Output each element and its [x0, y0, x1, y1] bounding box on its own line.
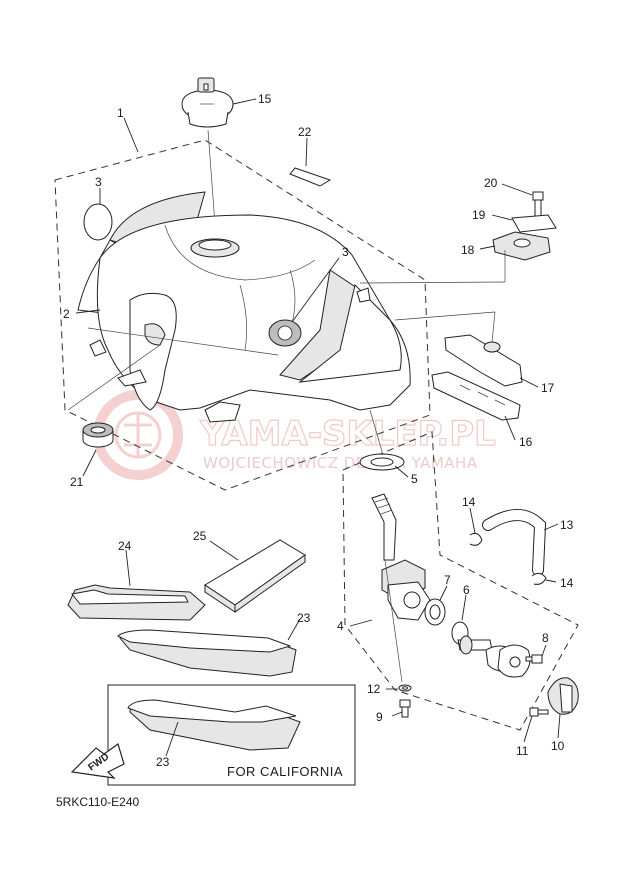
tank-pad-left — [83, 203, 113, 241]
callout-2: 2 — [63, 307, 70, 321]
callout-14-lower: 14 — [560, 576, 574, 590]
callout-25: 25 — [193, 529, 207, 543]
callout-22: 22 — [298, 125, 312, 139]
fuel-gauge-nut — [82, 422, 114, 448]
watermark-title: YAMA-SKLEP.PL — [199, 414, 496, 454]
callout-11: 11 — [516, 744, 529, 758]
fuel-cock-cover — [497, 644, 531, 678]
callout-5: 5 — [411, 472, 418, 486]
hose-clip-upper — [469, 532, 483, 546]
callout-4: 4 — [337, 619, 344, 633]
callout-9: 9 — [376, 710, 383, 724]
damper-strip — [289, 167, 332, 187]
fuel-cap — [181, 77, 234, 128]
fuel-cock-outline — [342, 431, 579, 731]
callout-21: 21 — [70, 475, 84, 489]
cover-screw — [525, 654, 543, 664]
tank-assembly-outline — [54, 139, 431, 491]
hose-clip-lower — [531, 572, 547, 585]
fuel-filter-tube — [371, 493, 397, 561]
callout-12: 12 — [367, 682, 381, 696]
callout-24: 24 — [118, 539, 132, 553]
callout-8: 8 — [542, 631, 549, 645]
watermark-subtitle: WOJCIECHOWICZ DEALER YAMAHA — [203, 454, 478, 472]
callout-20: 20 — [484, 176, 498, 190]
fuel-cock-bolt — [399, 699, 411, 718]
callout-1: 1 — [117, 106, 124, 120]
callout-13: 13 — [560, 518, 574, 532]
fuel-cock-washer — [398, 684, 412, 692]
seat-pad-24 — [67, 584, 206, 621]
callout-16: 16 — [519, 435, 533, 449]
lever-screw — [529, 707, 549, 717]
callout-7: 7 — [444, 573, 451, 587]
fuel-cock-lever — [547, 677, 579, 715]
callout-23-california: 23 — [156, 755, 170, 769]
callout-numbers: 1 2 3 3 4 5 6 7 8 9 10 11 12 13 14 14 15… — [63, 92, 574, 769]
callout-3-left: 3 — [95, 175, 102, 189]
seat-pad-23 — [117, 629, 297, 677]
callout-3-right: 3 — [342, 245, 349, 259]
watermark: YAMA-SKLEP.PL WOJCIECHOWICZ DEALER YAMAH… — [93, 390, 496, 480]
callout-15: 15 — [258, 92, 272, 106]
mount-damper — [492, 231, 551, 261]
fuel-tank — [77, 191, 411, 423]
tank-bracket-lower — [431, 371, 521, 421]
fuel-cock-body — [381, 559, 431, 621]
callout-14-upper: 14 — [462, 495, 476, 509]
california-label: FOR CALIFORNIA — [227, 764, 343, 779]
california-pad-23 — [127, 699, 301, 751]
callout-17: 17 — [541, 381, 555, 395]
callout-18: 18 — [461, 243, 475, 257]
callout-23-standard: 23 — [297, 611, 311, 625]
california-box — [107, 684, 356, 786]
callout-10: 10 — [551, 739, 565, 753]
leader-lines — [67, 98, 561, 757]
callout-6: 6 — [463, 583, 470, 597]
seat-pad-25 — [204, 539, 306, 613]
tank-bracket-upper — [444, 334, 523, 387]
fuel-cock-valve — [457, 635, 493, 655]
diagram-code: 5RKC110-E240 — [56, 795, 139, 809]
mount-washer — [511, 214, 557, 233]
callout-19: 19 — [472, 208, 486, 222]
fwd-arrow-icon: FWD — [70, 743, 125, 779]
